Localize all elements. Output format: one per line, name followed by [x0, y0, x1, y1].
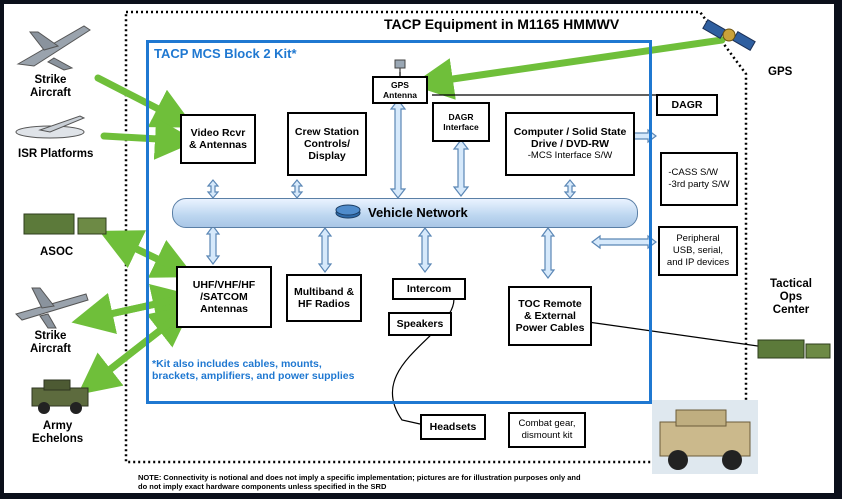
network-links	[205, 99, 657, 279]
jet-icon	[16, 25, 91, 71]
intercom-box: Intercom	[392, 278, 466, 300]
kit-title: TACP MCS Block 2 Kit*	[154, 46, 297, 61]
hmmwv-icon	[652, 400, 758, 474]
tactical-ops-center-label: Tactical Ops Center	[770, 278, 812, 316]
external-links	[71, 36, 726, 395]
hmmwv-icon	[31, 379, 89, 414]
link-isr	[100, 117, 197, 160]
link-strike-top	[94, 74, 195, 128]
link-army-back	[77, 314, 180, 395]
gps-antenna-box: GPS Antenna	[372, 76, 428, 104]
wire-lines	[391, 68, 773, 425]
kit-frame	[146, 40, 652, 404]
hmmwv-boundary	[124, 10, 748, 464]
dagr-interface-box: DAGR Interface	[432, 102, 490, 142]
speakers-box: Speakers	[388, 312, 452, 336]
multiband-radios-box: Multiband & HF Radios	[286, 274, 362, 322]
video-receiver-box: Video Rcvr & Antennas	[180, 114, 256, 164]
diagram-footnote: NOTE: Connectivity is notional and does …	[138, 473, 581, 491]
army-echelons-label: Army Echelons	[32, 420, 84, 445]
strike-aircraft-top-label: Strike Aircraft	[30, 74, 71, 99]
hmmwv-title: TACP Equipment in M1165 HMMWV	[384, 16, 620, 32]
router-icon	[335, 204, 361, 219]
radio-equipment-icon	[23, 213, 107, 235]
peripheral-box: Peripheral USB, serial, and IP devices	[658, 226, 738, 276]
computer-label: Computer / Solid State Drive / DVD-RW	[513, 126, 627, 150]
link-gps	[411, 36, 726, 100]
isr-platforms-label: ISR Platforms	[18, 148, 94, 160]
headsets-box: Headsets	[420, 414, 486, 440]
crew-station-box: Crew Station Controls/ Display	[287, 112, 367, 176]
combat-gear-box: Combat gear, dismount kit	[508, 412, 586, 448]
gps-label: GPS	[768, 66, 793, 78]
radio-equipment-icon	[757, 339, 831, 359]
vehicle-network-label: Vehicle Network	[368, 205, 468, 220]
kit-footnote: *Kit also includes cables, mounts, brack…	[152, 358, 355, 382]
jet-icon	[15, 287, 89, 329]
uhf-antennas-box: UHF/VHF/HF /SATCOM Antennas	[176, 266, 272, 328]
antenna-icon	[394, 59, 406, 72]
uav-icon	[15, 115, 86, 139]
computer-box: Computer / Solid State Drive / DVD-RW -M…	[505, 112, 635, 176]
software-box: -CASS S/W -3rd party S/W	[660, 152, 738, 206]
toc-remote-box: TOC Remote & External Power Cables	[508, 286, 592, 346]
dagr-box: DAGR	[656, 94, 718, 116]
satellite-icon	[702, 18, 756, 52]
link-strike-bottom-back	[71, 292, 178, 335]
strike-aircraft-bottom-label: Strike Aircraft	[30, 330, 71, 355]
computer-sublabel: -MCS Interface S/W	[527, 150, 613, 161]
vehicle-network-bus	[172, 198, 638, 228]
asoc-label: ASOC	[40, 246, 74, 258]
